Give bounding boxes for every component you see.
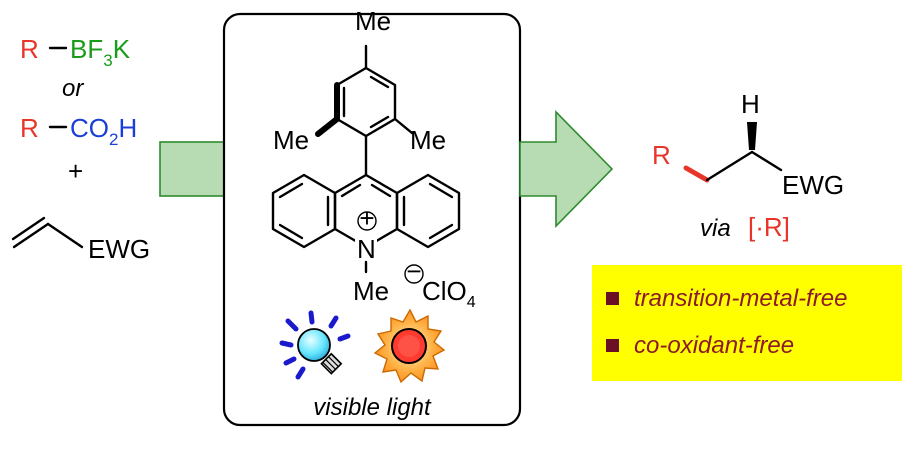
visible-light-caption: visible light	[313, 394, 432, 421]
negative-charge: −	[406, 256, 421, 286]
bf3k-label: BF3K	[70, 34, 131, 70]
me-n-label: Me	[353, 276, 389, 306]
product-ewg-label: EWG	[782, 170, 844, 200]
feature-highlight-box	[592, 265, 902, 381]
feature-item-1: transition-metal-free	[634, 285, 847, 312]
me-left-label: Me	[273, 125, 309, 155]
light-bulb-icon	[279, 310, 351, 380]
product-structure	[683, 122, 783, 183]
positive-charge: +	[359, 203, 374, 233]
co2h-label: CO2H	[70, 113, 137, 149]
product-r-label: R	[652, 140, 671, 170]
negative-charge-circle	[404, 264, 424, 284]
acridine-left-ring	[271, 173, 337, 249]
radical-label: [·R]	[748, 212, 790, 242]
r-group-1: R	[20, 34, 39, 64]
or-label: or	[62, 75, 84, 102]
feature-bullet-2	[606, 339, 619, 352]
input-arrow-stub	[159, 141, 227, 197]
via-label: via	[700, 215, 731, 242]
acridine-right-ring	[395, 173, 461, 249]
perchlorate-label: ClO4	[422, 276, 476, 311]
nitrogen-label: N	[357, 234, 376, 264]
alkene-ewg-label: EWG	[88, 234, 150, 264]
me-top-label: Me	[355, 6, 391, 36]
nitrogen-backing	[355, 234, 377, 260]
positive-charge-circle	[357, 211, 377, 231]
product-h-label: H	[741, 89, 760, 119]
plus-sign: +	[68, 156, 83, 186]
alkene-structure	[11, 216, 84, 249]
feature-bullet-1	[606, 292, 619, 305]
me-right-label: Me	[410, 125, 446, 155]
reagent-block: R BF3K or R CO2H + EWG	[11, 34, 150, 264]
sun-icon	[373, 308, 446, 384]
feature-item-2: co-oxidant-free	[634, 332, 794, 359]
r-group-2: R	[20, 113, 39, 143]
output-arrow	[519, 110, 614, 228]
